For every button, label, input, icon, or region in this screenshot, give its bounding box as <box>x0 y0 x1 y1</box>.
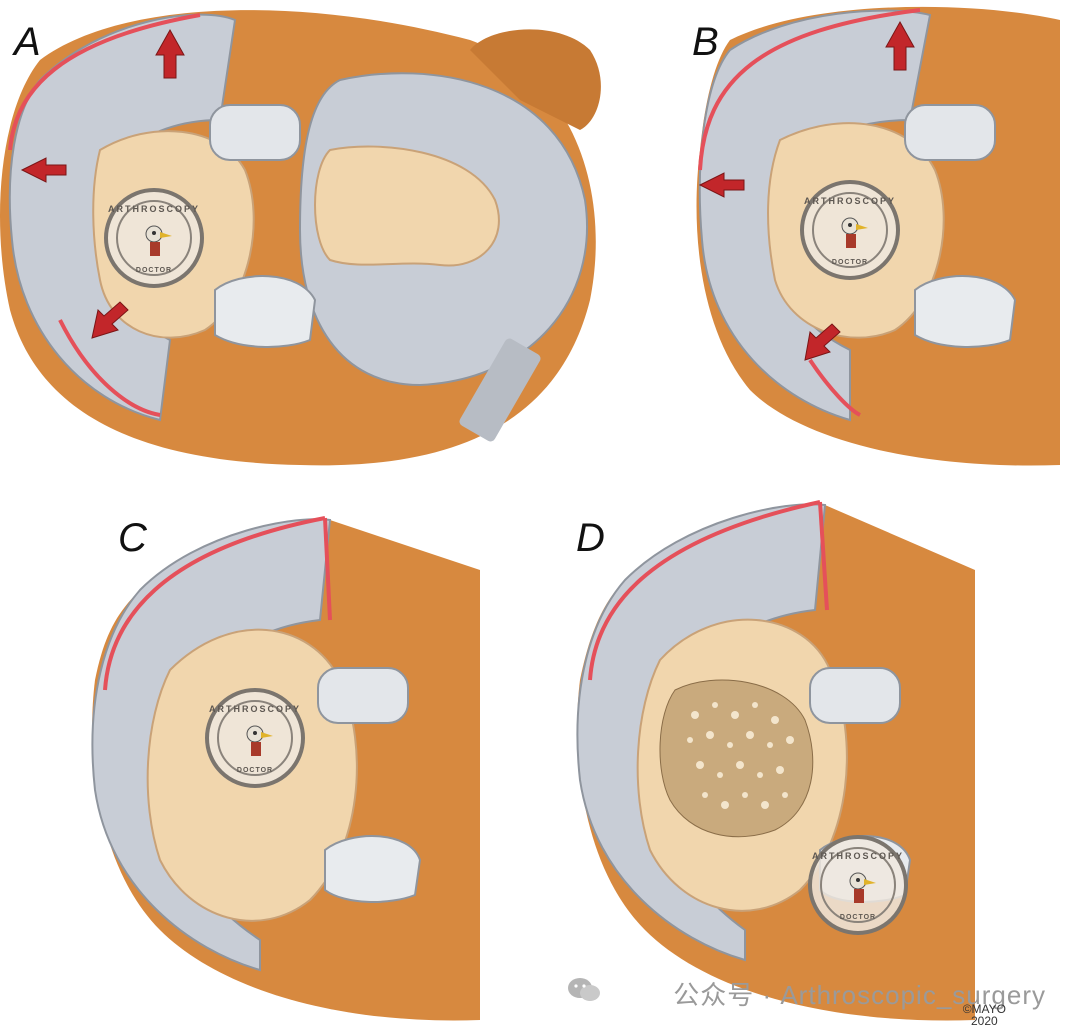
arthroscopy-stamp-a: ARTHROSCOPY DOCTOR <box>104 188 204 288</box>
panel-label-a: A <box>14 20 41 64</box>
arthroscopy-stamp-b: ARTHROSCOPY DOCTOR <box>800 180 900 280</box>
credit-line-2: 2020 <box>971 1014 998 1029</box>
panel-label-d: D <box>576 516 605 560</box>
woodpecker-icon <box>145 225 172 256</box>
watermark-text: 公众号 · Arthroscopic_surgery <box>673 980 1046 1010</box>
arthroscopy-stamp-c: ARTHROSCOPY DOCTOR <box>205 688 305 788</box>
arthroscopy-stamp-d: ARTHROSCOPY DOCTOR <box>808 835 908 935</box>
stamp-bottom-text: DOCTOR <box>236 767 274 774</box>
woodpecker-icon <box>841 217 868 248</box>
panel-d-illustration <box>576 500 975 1021</box>
copyright-credit: ©MAYO 2020 <box>963 1003 1006 1028</box>
panel-d <box>565 490 985 1025</box>
woodpecker-icon <box>246 725 273 756</box>
wechat-icon <box>568 978 600 1001</box>
stamp-top-text: ARTHROSCOPY <box>209 704 302 714</box>
credit-line-1: ©MAYO <box>962 1001 1006 1016</box>
panel-label-b: B <box>692 20 719 64</box>
panel-label-c: C <box>118 516 147 560</box>
panel-a-illustration <box>0 10 601 466</box>
woodpecker-icon <box>849 872 876 903</box>
stamp-bottom-text: DOCTOR <box>839 914 877 921</box>
stamp-bottom-text: DOCTOR <box>831 259 869 266</box>
stamp-top-text: ARTHROSCOPY <box>804 196 897 206</box>
stamp-top-text: ARTHROSCOPY <box>812 851 905 861</box>
panel-a <box>0 0 620 470</box>
stamp-top-text: ARTHROSCOPY <box>108 204 201 214</box>
stamp-bottom-text: DOCTOR <box>135 267 173 274</box>
